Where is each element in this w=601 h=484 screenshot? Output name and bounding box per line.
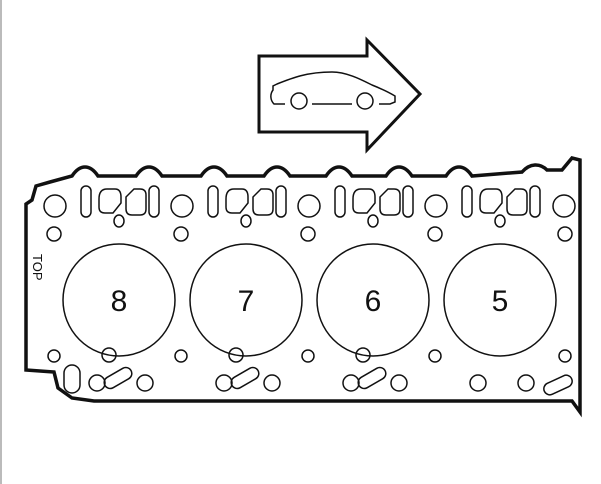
direction-arrow-icon (257, 36, 423, 154)
cylinder-bore (62, 243, 176, 357)
cylinder-6: 6 (316, 243, 430, 357)
hole-group (43, 185, 160, 394)
cylinder-bore (189, 243, 303, 357)
hole-group (355, 185, 541, 392)
cylinder-7: 7 (189, 243, 303, 357)
cylinder-8: 8 (62, 243, 176, 357)
car-icon (270, 71, 396, 110)
cylinder-bore (316, 243, 430, 357)
top-orientation-label: TOP (30, 254, 45, 281)
head-gasket (24, 156, 582, 418)
cylinder-number: 6 (365, 285, 382, 318)
cylinder-number: 5 (492, 285, 509, 318)
cylinder-number: 8 (111, 285, 128, 318)
cylinder-number: 7 (238, 285, 255, 318)
cylinder-5: 5 (443, 243, 557, 357)
hole-group (228, 185, 414, 392)
hole-group (101, 185, 287, 392)
cylinder-bores: 8 7 6 5 (62, 243, 557, 357)
gasket-holes (43, 185, 576, 396)
cylinder-bore (443, 243, 557, 357)
